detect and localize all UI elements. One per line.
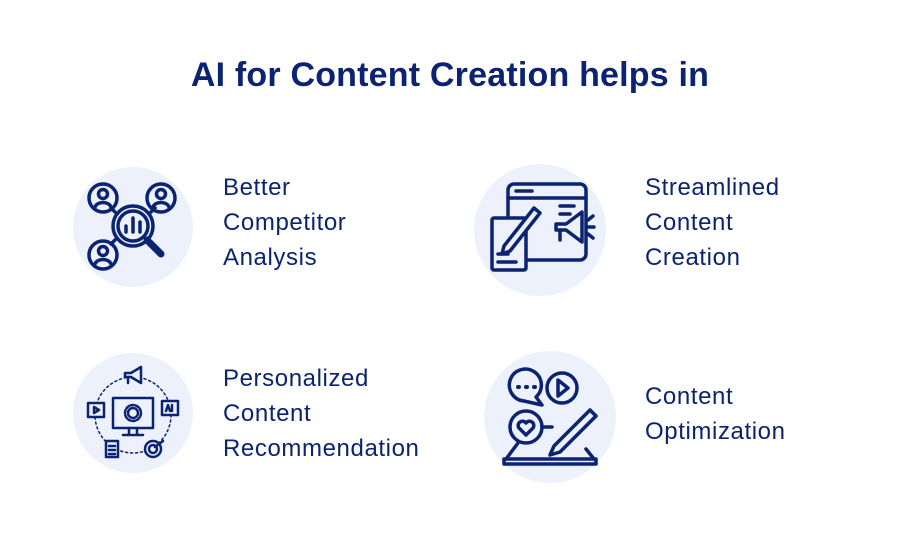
label-line: Content <box>223 400 312 427</box>
item-label-competitor-analysis: Better Competitor Analysis <box>223 170 346 275</box>
item-label-personalized-recommendation: Personalized Content Recommendation <box>223 361 420 466</box>
label-line: Streamlined <box>645 174 780 201</box>
page-title: AI for Content Creation helps in <box>190 56 710 94</box>
label-line: Creation <box>645 244 741 271</box>
item-label-content-optimization: Content Optimization <box>645 379 786 449</box>
label-line: Optimization <box>645 418 786 445</box>
personalized-recommendation-icon <box>73 353 193 473</box>
label-line: Better <box>223 174 291 201</box>
label-line: Content <box>645 209 734 236</box>
item-label-content-creation: Streamlined Content Creation <box>645 170 780 275</box>
label-line: Personalized <box>223 365 369 392</box>
competitor-analysis-icon <box>73 167 193 287</box>
label-line: Competitor <box>223 209 347 236</box>
content-optimization-icon <box>484 351 616 483</box>
content-creation-icon <box>474 164 606 296</box>
label-line: Recommendation <box>223 435 420 462</box>
label-line: Analysis <box>223 244 318 271</box>
label-line: Content <box>645 383 734 410</box>
